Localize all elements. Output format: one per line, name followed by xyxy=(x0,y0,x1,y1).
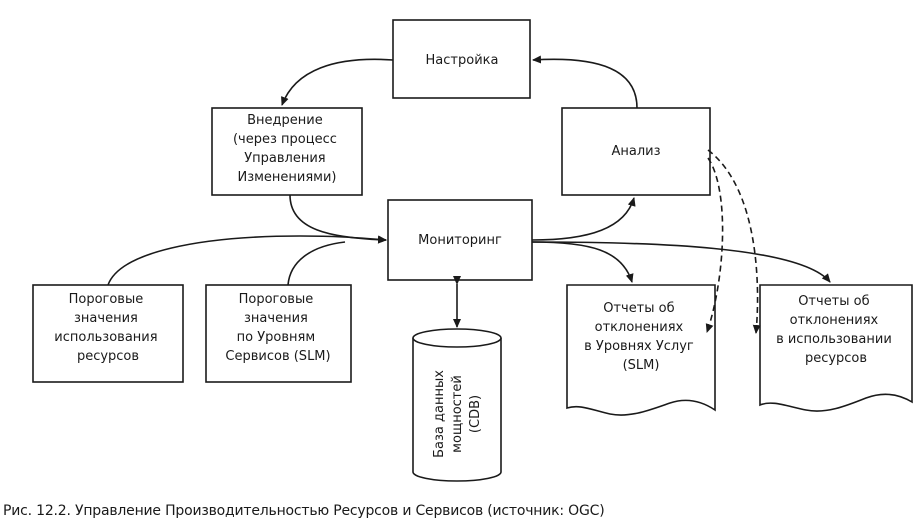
porog-slm-label: Пороговые значения по Уровням Сервисов (… xyxy=(225,292,330,364)
arrow-vnedrenie-to-monitoring xyxy=(289,194,387,244)
arrow-monitoring-to-otchet-resursov xyxy=(531,241,831,283)
arrow-monitoring-to-otchet-slm xyxy=(531,241,634,283)
vnedrenie-label: Внедрение (через процесс Управления Изме… xyxy=(233,113,341,185)
porog-resursov-box xyxy=(32,284,184,383)
arrow-nastroyka-to-vnedrenie xyxy=(281,58,394,106)
porog-slm-box xyxy=(205,284,352,383)
otchet-slm-document xyxy=(566,284,716,416)
svg-text:мощностей: мощностей xyxy=(450,375,465,453)
otchet-slm-label: Отчеты об отклонениях в Уровнях Услуг (S… xyxy=(584,301,698,373)
figure-caption: Рис. 12.2. Управление Производительность… xyxy=(3,503,605,519)
porog-resursov-label: Пороговые значения использования ресурсо… xyxy=(54,292,161,364)
analiz-label: Анализ xyxy=(611,144,660,159)
cdb-label: База данных мощностей (CDB) xyxy=(432,370,483,458)
monitoring-label: Мониторинг xyxy=(418,233,502,248)
cdb-cylinder xyxy=(412,328,502,482)
arrow-analiz-to-nastroyka xyxy=(532,55,638,109)
otchet-resursov-document xyxy=(759,284,913,412)
analiz-box xyxy=(561,107,711,196)
arrow-monitoring-to-analiz xyxy=(531,197,636,241)
arrow-porog-resursov-to-monitoring xyxy=(107,235,387,286)
svg-text:База данных: База данных xyxy=(432,370,447,458)
dashed-arrow-analiz-to-otchet-slm xyxy=(705,157,724,333)
arrow-porog-slm-to-monitoring xyxy=(287,241,346,286)
dashed-arrow-analiz-to-otchet-resursov xyxy=(707,149,761,334)
otchet-resursov-label: Отчеты об отклонениях в использовании ре… xyxy=(776,294,896,366)
svg-text:(CDB): (CDB) xyxy=(468,395,483,433)
nastroyka-label: Настройка xyxy=(426,53,499,68)
monitoring-box xyxy=(387,199,533,281)
nastroyka-box xyxy=(392,19,531,99)
vnedrenie-box xyxy=(211,107,363,196)
capacity-management-diagram: Настройка Внедрение (через процесс Управ… xyxy=(32,19,913,482)
